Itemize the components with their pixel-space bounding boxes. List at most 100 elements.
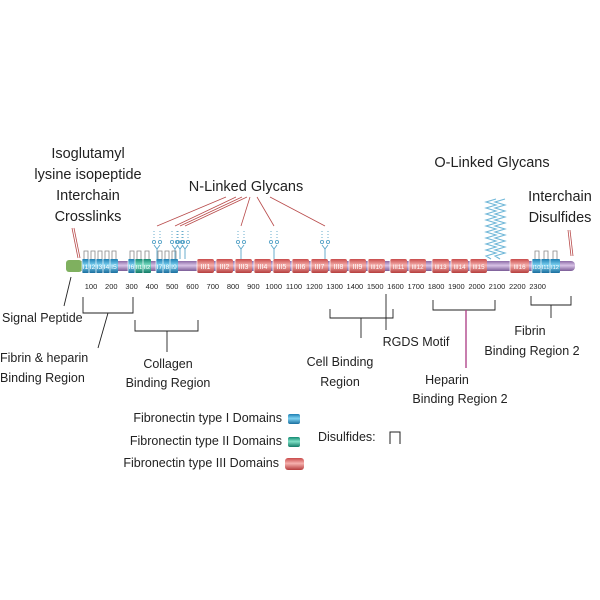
crosslink-pointer-2 (73, 227, 81, 259)
disulfide-post (83, 250, 89, 259)
domain-i8: I8 (163, 259, 170, 273)
domain-block (254, 259, 271, 273)
domain-label: II2 (144, 265, 150, 271)
rgds-motif-label: RGDS Motif (383, 335, 450, 349)
bottom-annotations (63, 276, 572, 368)
domain-label: III5 (277, 264, 287, 271)
fibrin-heparin-bracket (82, 297, 134, 314)
domain-label: I7 (157, 264, 163, 271)
o-linked-glycans (484, 198, 507, 260)
disulfide-post (543, 250, 549, 259)
isoglutamyl-crosslinks-label: Isoglutamyl lysine isopeptide Interchain… (34, 146, 141, 225)
n-glycan (235, 231, 247, 259)
scale-tick-label: 1500 (367, 282, 384, 291)
disulfides-legend-label: Disulfides: (318, 430, 376, 444)
domain-iii15: III15 (470, 259, 487, 273)
domain-label: I6 (129, 264, 135, 271)
domain-label: I10 (532, 265, 540, 271)
isoglutamyl-line-4: Crosslinks (55, 209, 122, 225)
scale-tick-label: 800 (227, 282, 240, 291)
scale-tick-label: 700 (207, 282, 220, 291)
scale-tick-label: 100 (85, 282, 98, 291)
domain-block (216, 259, 233, 273)
isoglutamyl-line-2: lysine isopeptide (34, 167, 141, 183)
domain-block (110, 259, 118, 273)
o-glycan-chain (484, 198, 498, 260)
disulfide-post (104, 250, 110, 259)
domain-label: I12 (551, 265, 559, 271)
domain-iii5: III5 (273, 259, 290, 273)
interchain-disulfides-line-2: Disulfides (529, 210, 592, 226)
domain-i5: I5 (110, 259, 118, 273)
collagen-line-2: Binding Region (126, 376, 211, 390)
signal-peptide-segment (66, 260, 82, 272)
domain-iii12: III12 (409, 259, 426, 273)
collagen-bracket (134, 320, 199, 332)
scale-tick-label: 900 (247, 282, 260, 291)
domain-i10: I10 (532, 259, 541, 273)
domain-block (390, 259, 407, 273)
heparin-binding-2-label: Heparin Binding Region 2 (412, 373, 507, 406)
domain-block (311, 259, 328, 273)
scale-tick-label: 500 (166, 282, 179, 291)
legend: Fibronectin type I Domains Fibronectin t… (123, 411, 401, 470)
domain-iii10: III10 (368, 259, 385, 273)
n-glycan-pointer-1 (156, 196, 227, 227)
domain-ii1: II1 (135, 259, 143, 273)
domain-i4: I4 (103, 259, 110, 273)
domain-i3: I3 (96, 259, 103, 273)
domain-block (128, 259, 135, 273)
n-glycan (151, 231, 163, 259)
disulfide-post (111, 250, 117, 259)
domain-iii6: III6 (292, 259, 309, 273)
domain-label: I5 (111, 264, 117, 271)
domain-label: I8 (164, 264, 170, 271)
domain-block (368, 259, 385, 273)
domain-iii8: III8 (330, 259, 347, 273)
domain-iii7: III7 (311, 259, 328, 273)
collagen-binding-label: Collagen Binding Region (126, 357, 211, 390)
legend-label-type-iii: Fibronectin type III Domains (123, 456, 279, 470)
domain-iii3: III3 (235, 259, 252, 273)
scale-tick-label: 1600 (387, 282, 404, 291)
disulfide-post (90, 250, 96, 259)
domain-i7: I7 (156, 259, 163, 273)
n-glycan (179, 231, 191, 259)
scale-tick-label: 1700 (407, 282, 424, 291)
disulfide-post (534, 250, 540, 259)
cell-binding-line-2: Region (320, 375, 360, 389)
n-glycan-pointer-4 (184, 196, 248, 227)
domain-block (82, 259, 89, 273)
domain-label: III6 (296, 264, 306, 271)
disulfide-post (144, 250, 150, 259)
scale-tick-label: 400 (146, 282, 159, 291)
heparin2-bracket (432, 300, 496, 311)
scale-tick-label: 1800 (428, 282, 445, 291)
domain-i9: I9 (170, 259, 178, 273)
disulfide-post (129, 250, 135, 259)
scale-tick-label: 600 (186, 282, 199, 291)
domain-label: I2 (90, 264, 96, 271)
domain-label: II1 (136, 265, 142, 271)
domain-block (470, 259, 487, 273)
fibrin-heparin-line-1: Fibrin & heparin (0, 351, 88, 365)
scale-tick-label: 300 (125, 282, 138, 291)
crosslink-pointer (71, 227, 79, 259)
domain-label: III2 (220, 264, 230, 271)
disulfide-pointer-2 (569, 229, 574, 257)
legend-item-type-i: Fibronectin type I Domains (133, 411, 300, 425)
scale-tick-label: 1300 (326, 282, 343, 291)
domain-block (235, 259, 252, 273)
legend-swatch-type-ii (288, 437, 300, 447)
domain-label: III3 (239, 264, 249, 271)
domain-iii14: III14 (451, 259, 468, 273)
disulfide-post (171, 250, 177, 259)
n-linked-glycans-label: N-Linked Glycans (189, 179, 303, 195)
domain-block (409, 259, 426, 273)
fibrin2-line-2: Binding Region 2 (484, 344, 579, 358)
domain-label: III11 (393, 264, 405, 271)
domain-iii11: III11 (390, 259, 407, 273)
domain-block (292, 259, 309, 273)
